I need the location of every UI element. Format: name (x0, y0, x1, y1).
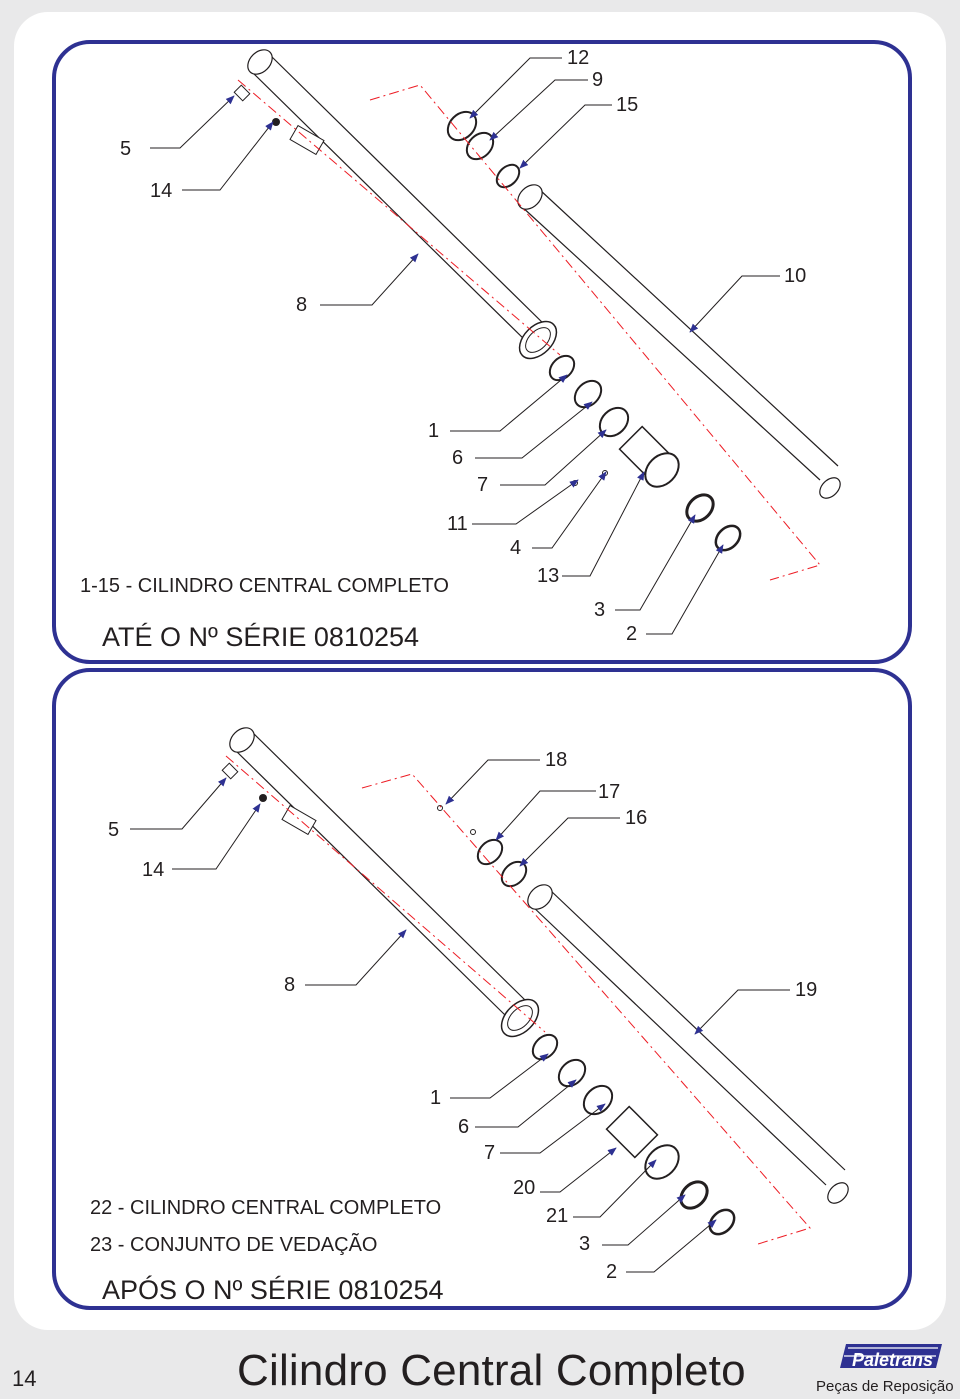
bottom-centerline (361, 773, 811, 1245)
top-callout-9: 9 (592, 69, 603, 91)
top-callout-10: 10 (784, 265, 806, 287)
top-callout-6: 6 (452, 447, 463, 469)
bottom-callout-17: 17 (598, 781, 620, 803)
bottom-cylinder-barrel (229, 727, 540, 1038)
top-callout-12: 12 (567, 47, 589, 69)
top-callout-13: 13 (537, 565, 559, 587)
top-panel-caption: 1-15 - CILINDRO CENTRAL COMPLETO (80, 575, 449, 597)
bottom-callout-19: 19 (795, 979, 817, 1001)
top-callout-15: 15 (616, 94, 638, 116)
top-callout-3: 3 (594, 599, 605, 621)
top-leader-lines (150, 57, 780, 635)
top-callout-2: 2 (626, 623, 637, 645)
bottom-rod (527, 884, 849, 1204)
page-number: 14 (12, 1366, 37, 1391)
bottom-panel-caption-line-1: 22 - CILINDRO CENTRAL COMPLETO (90, 1197, 442, 1219)
bottom-panel-caption-line-2: 23 - CONJUNTO DE VEDAÇÃO (90, 1234, 378, 1256)
top-callout-4: 4 (510, 537, 521, 559)
top-callout-1: 1 (428, 420, 439, 442)
bottom-callout-6: 6 (458, 1116, 469, 1138)
bottom-callout-21: 21 (546, 1205, 568, 1227)
bottom-callout-5: 5 (108, 819, 119, 841)
top-callout-11: 11 (447, 513, 468, 535)
bottom-fitting-parts (221, 762, 317, 836)
top-callout-5: 5 (120, 138, 131, 160)
brand-tagline: Peças de Reposição (816, 1378, 954, 1395)
bottom-callout-7: 7 (484, 1142, 495, 1164)
bottom-callout-8: 8 (284, 974, 295, 996)
svg-text:Paletrans: Paletrans (852, 1350, 933, 1370)
bottom-callout-2: 2 (606, 1261, 617, 1283)
bottom-panel-series-note: APÓS O Nº SÉRIE 0810254 (102, 1275, 444, 1305)
bottom-callout-16: 16 (625, 807, 647, 829)
paletrans-logo: Paletrans (840, 1344, 942, 1370)
top-callout-8: 8 (296, 294, 307, 316)
bottom-centerline-barrel (225, 755, 546, 1033)
bottom-seal-parts (437, 805, 736, 1236)
top-centerline-barrel (237, 79, 561, 356)
top-panel-series-note: ATÉ O Nº SÉRIE 0810254 (102, 622, 420, 652)
bottom-callout-1: 1 (430, 1087, 441, 1109)
bottom-callout-20: 20 (513, 1177, 535, 1199)
top-fitting-parts (233, 84, 325, 156)
bottom-leader-lines (130, 759, 790, 1273)
bottom-diagram-panel (52, 668, 912, 1310)
top-callout-14: 14 (150, 180, 172, 202)
document-title: Cilindro Central Completo (237, 1346, 746, 1395)
top-rod (517, 184, 841, 499)
bottom-callout-3: 3 (579, 1233, 590, 1255)
bottom-callout-14: 14 (142, 859, 164, 881)
top-callout-7: 7 (477, 474, 488, 496)
top-seal-parts (446, 110, 742, 552)
bottom-callout-18: 18 (545, 749, 567, 771)
top-centerline (369, 84, 821, 581)
top-cylinder-barrel (247, 49, 558, 360)
